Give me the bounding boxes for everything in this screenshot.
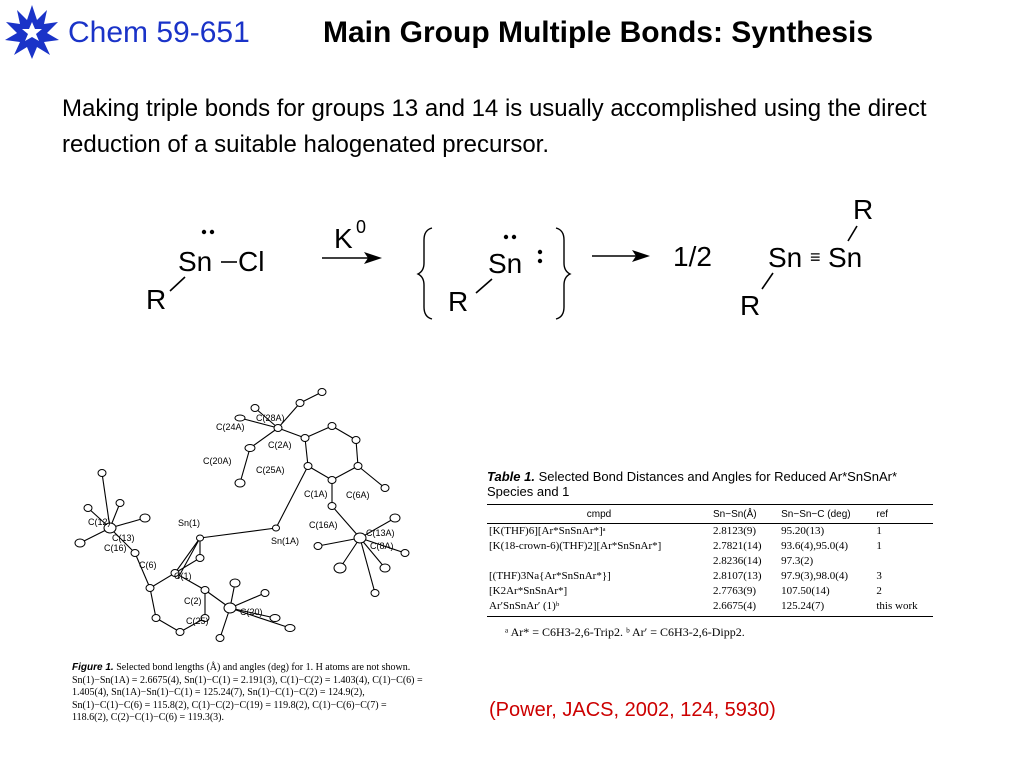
product-metal-left: Sn — [768, 242, 802, 273]
reactant-substituent: R — [146, 284, 166, 315]
table-cell: [(THF)3Na{Ar*SnSnAr*}] — [489, 570, 611, 582]
table-cell: Ar′SnSnAr′ (1)ᵇ — [487, 599, 711, 617]
table-cell: 3 — [876, 570, 882, 582]
slide-title: Main Group Multiple Bonds: Synthesis — [323, 16, 874, 49]
atom-label: C(28A) — [256, 413, 285, 423]
logo-icon — [5, 5, 59, 59]
atom-label: C(16A) — [309, 520, 338, 530]
table-cell: 97.9(3),98.0(4) — [781, 570, 849, 582]
table: cmpd Sn−Sn(Å) Sn−Sn−C (deg) ref [K(THF)6… — [487, 505, 933, 617]
table-footnote: ᵃ Ar* = C6H3-2,6-Trip2. ᵇ Ar′ = C6H3-2,6… — [505, 625, 745, 639]
reagent-label: K — [334, 223, 353, 254]
reagent-superscript: 0 — [356, 217, 366, 237]
atom-label: Sn(1A) — [271, 536, 299, 546]
table-cell: this work — [874, 599, 933, 617]
table-cell: 93.6(4),95.0(4) — [781, 540, 849, 552]
intro-paragraph: Making triple bonds for groups 13 and 14… — [62, 95, 927, 158]
product: 1/2 R Sn ≡ Sn R — [673, 194, 873, 321]
atom-label: C(24A) — [216, 422, 245, 432]
atom-label: C(6) — [139, 560, 157, 570]
table-cell: 1 — [876, 540, 882, 552]
atom-label: C(25A) — [256, 465, 285, 475]
table-row: Ar′SnSnAr′ (1)ᵇ 2.6675(4) 125.24(7) this… — [487, 599, 933, 617]
atom-label: C(1) — [174, 571, 192, 581]
table-cell — [874, 554, 933, 569]
stoichiometry: 1/2 — [673, 241, 712, 272]
citation: (Power, JACS, 2002, 124, 5930) — [489, 699, 776, 721]
reactant-metal: Sn — [178, 246, 212, 277]
thermal-ellipsoids — [74, 388, 410, 642]
product-metal-right: Sn — [828, 242, 862, 273]
atom-label: C(8A) — [370, 541, 394, 551]
column-header: Sn−Sn−C (deg) — [779, 505, 875, 524]
figure-caption-label: Figure 1. — [72, 662, 114, 673]
table-header-row: cmpd Sn−Sn(Å) Sn−Sn−C (deg) ref — [487, 505, 933, 524]
crystal-structure-figure: C(28A) C(24A) C(2A) C(20A) C(25A) C(1A) … — [74, 388, 410, 642]
table-top-rule — [487, 504, 933, 505]
table-cell: [K2Ar*SnSnAr*] — [489, 585, 568, 597]
atom-label: C(2A) — [268, 440, 292, 450]
table-row: [K2Ar*SnSnAr*] 2.7763(9) 107.50(14) 2 — [487, 584, 933, 599]
table-cell: 2.6675(4) — [711, 599, 780, 617]
table-label: Table 1. — [487, 469, 535, 484]
table-cell: 2.8123(9) — [713, 525, 757, 537]
table-cell: 95.20(13) — [781, 525, 825, 537]
atom-label: C(13) — [112, 533, 135, 543]
table-row: 2.8236(14) 97.3(2) — [487, 554, 933, 569]
triple-bond: ≡ — [810, 247, 821, 267]
table-cell: [K(THF)6][Ar*SnSnAr*]ᵃ — [489, 525, 606, 537]
reactant: Sn Cl R — [146, 229, 264, 315]
reactant-halide: Cl — [238, 246, 264, 277]
table-row: [K(18-crown-6)(THF)2][Ar*SnSnAr*] 2.7821… — [487, 539, 933, 554]
intermediate: Sn R — [416, 227, 572, 320]
column-header: ref — [874, 505, 933, 524]
product-substituent-bottom: R — [740, 290, 760, 321]
table-cell: 1 — [876, 525, 882, 537]
table-cell: 107.50(14) — [781, 585, 830, 597]
reduction-arrow: K 0 — [322, 217, 382, 264]
table-cell: [K(18-crown-6)(THF)2][Ar*SnSnAr*] — [489, 540, 662, 552]
atom-label: C(1A) — [304, 489, 328, 499]
reaction-scheme: Sn Cl R K 0 Sn R 1/2 R Sn ≡ Sn R — [146, 194, 873, 321]
atom-label: C(2) — [184, 596, 202, 606]
atom-label: C(20) — [240, 607, 263, 617]
table-cell: 2 — [876, 585, 882, 597]
atom-label: C(6A) — [346, 490, 370, 500]
table-title: Table 1. Selected Bond Distances and Ang… — [487, 469, 933, 499]
table-cell: 2.8236(14) — [713, 555, 762, 567]
figure-caption-text: Selected bond lengths (Å) and angles (de… — [72, 662, 423, 723]
table-row: [K(THF)6][Ar*SnSnAr*]ᵃ 2.8123(9) 95.20(1… — [487, 524, 933, 540]
table-cell: 2.7763(9) — [713, 585, 757, 597]
atom-label: C(20A) — [203, 456, 232, 466]
atom-label: C(25) — [186, 616, 209, 626]
atom-labels: C(28A) C(24A) C(2A) C(20A) C(25A) C(1A) … — [88, 413, 395, 626]
atom-label: C(13A) — [366, 528, 395, 538]
intermediate-metal: Sn — [488, 248, 522, 279]
table-cell — [487, 554, 711, 569]
table-cell: 125.24(7) — [779, 599, 875, 617]
column-header: Sn−Sn(Å) — [711, 505, 780, 524]
atom-label: C(12) — [88, 517, 111, 527]
table-title-text: Selected Bond Distances and Angles for R… — [487, 469, 898, 499]
atom-label: Sn(1) — [178, 518, 200, 528]
dimerization-arrow — [592, 250, 650, 262]
table-cell: 97.3(2) — [781, 555, 814, 567]
atom-label: C(16) — [104, 543, 127, 553]
table-cell: 2.8107(13) — [713, 570, 762, 582]
table-row: [(THF)3Na{Ar*SnSnAr*}] 2.8107(13) 97.9(3… — [487, 569, 933, 584]
intermediate-substituent: R — [448, 286, 468, 317]
figure-caption: Figure 1. Selected bond lengths (Å) and … — [72, 662, 424, 725]
bond-table: Table 1. Selected Bond Distances and Ang… — [487, 469, 933, 640]
product-substituent-top: R — [853, 194, 873, 225]
bond-network — [79, 391, 406, 639]
table-cell: 2.7821(14) — [713, 540, 762, 552]
course-code: Chem 59-651 — [68, 16, 250, 49]
column-header: cmpd — [487, 505, 711, 524]
